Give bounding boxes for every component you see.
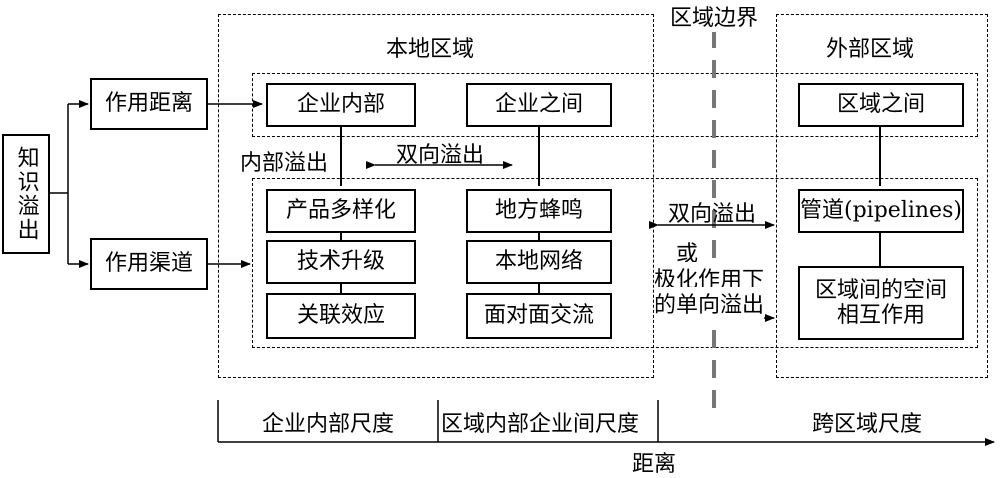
internal-spillover-label: 内部溢出 <box>240 145 329 177</box>
local-network-box: 本地网络 <box>466 240 612 284</box>
intra-firm-box: 企业内部 <box>266 83 416 127</box>
distance-box: 作用距离 <box>90 78 208 130</box>
face-to-face-box: 面对面交流 <box>466 293 612 339</box>
inter-region-label: 区域之间 <box>836 92 925 118</box>
two-way-spillover-label: 双向溢出 <box>396 143 485 168</box>
distance-row-frame <box>252 73 978 137</box>
linkage-effect-box: 关联效应 <box>266 293 416 339</box>
polarized-line2-label: 的单向溢出 <box>654 287 765 319</box>
spatial-interaction-box: 区域间的空间 相互作用 <box>798 266 964 340</box>
tech-upgrade-box: 技术升级 <box>266 240 416 284</box>
local-network-label: 本地网络 <box>494 249 583 275</box>
product-diversification-box: 产品多样化 <box>266 189 416 233</box>
inter-firm-label: 企业之间 <box>494 92 583 118</box>
border-two-way-label: 双向溢出 <box>668 202 757 227</box>
scale-intra-firm-label: 企业内部尺度 <box>262 412 395 437</box>
distance-axis-label: 距离 <box>632 452 677 477</box>
channel-box: 作用渠道 <box>90 238 208 290</box>
local-buzz-box: 地方蜂鸣 <box>466 189 612 233</box>
tech-upgrade-label: 技术升级 <box>296 249 385 275</box>
knowledge-spillover-label: 知识溢出 <box>13 146 39 242</box>
intra-firm-label: 企业内部 <box>296 92 385 118</box>
product-diversification-label: 产品多样化 <box>285 198 396 224</box>
inter-firm-box: 企业之间 <box>466 83 612 127</box>
pipelines-label: 管道(pipelines) <box>800 198 962 224</box>
spatial-interaction-line1: 区域间的空间 <box>814 277 947 303</box>
pipelines-box: 管道(pipelines) <box>798 189 964 233</box>
channel-label: 作用渠道 <box>104 251 193 277</box>
scale-inter-firm-label: 区域内部企业间尺度 <box>441 412 640 437</box>
local-region-title: 本地区域 <box>386 37 475 62</box>
external-region-title: 外部区域 <box>826 37 915 62</box>
local-region-frame <box>218 14 654 378</box>
external-region-frame <box>776 14 988 378</box>
inter-region-box: 区域之间 <box>798 83 964 127</box>
local-buzz-label: 地方蜂鸣 <box>494 198 583 224</box>
linkage-effect-label: 关联效应 <box>296 303 385 329</box>
knowledge-spillover-box: 知识溢出 <box>2 134 50 254</box>
channel-row-frame <box>252 178 978 348</box>
distance-label: 作用距离 <box>104 91 193 117</box>
face-to-face-label: 面对面交流 <box>483 303 594 329</box>
region-border-title: 区域边界 <box>666 0 763 32</box>
border-or-label: 或 <box>676 236 699 268</box>
scale-cross-region-label: 跨区域尺度 <box>812 412 923 437</box>
spatial-interaction-line2: 相互作用 <box>836 303 925 328</box>
